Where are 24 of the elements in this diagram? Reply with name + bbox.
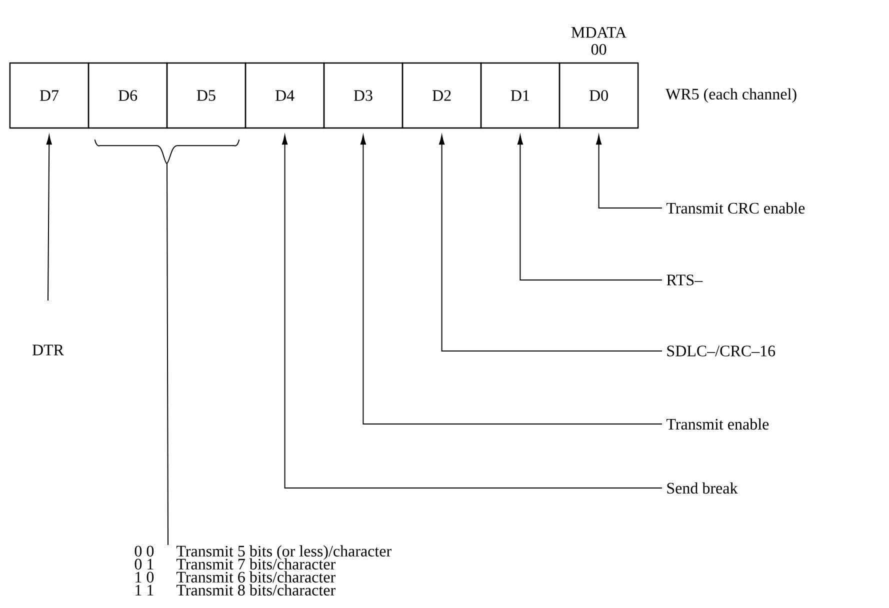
field-label: Transmit CRC enable [666,202,805,214]
arrow [360,135,662,424]
field-label: DTR [32,344,64,356]
arrow [439,135,662,352]
bit-table: 0 0 Transmit 5 bits (or less)/character 0 1 Transmit 7 bits/character 1 0 Transmit 6 bits/character 1 1 Transmit 8 bits/character [134,545,392,596]
arrow [46,135,52,302]
register-name: WR5 (each channel) [666,88,796,103]
register-cell: D2 [402,62,482,129]
register-cell: D0 [558,62,639,129]
arrow [596,135,662,208]
field-label: Transmit enable [666,418,769,430]
field-label: SDLC–/CRC–16 [667,346,776,356]
register-cell: D6 [88,62,168,129]
register-cell: D5 [166,62,246,129]
register-label: MDATA 00 [571,27,626,55]
connector-line [166,163,168,546]
field-label: Send break [667,482,738,494]
register-cell: D1 [480,62,560,129]
arrow [282,135,662,488]
register-cell: D3 [323,62,404,129]
register-cell: D4 [244,62,325,129]
register-cell: D7 [9,62,90,129]
arrow [517,135,662,280]
field-label: RTS– [666,274,703,286]
